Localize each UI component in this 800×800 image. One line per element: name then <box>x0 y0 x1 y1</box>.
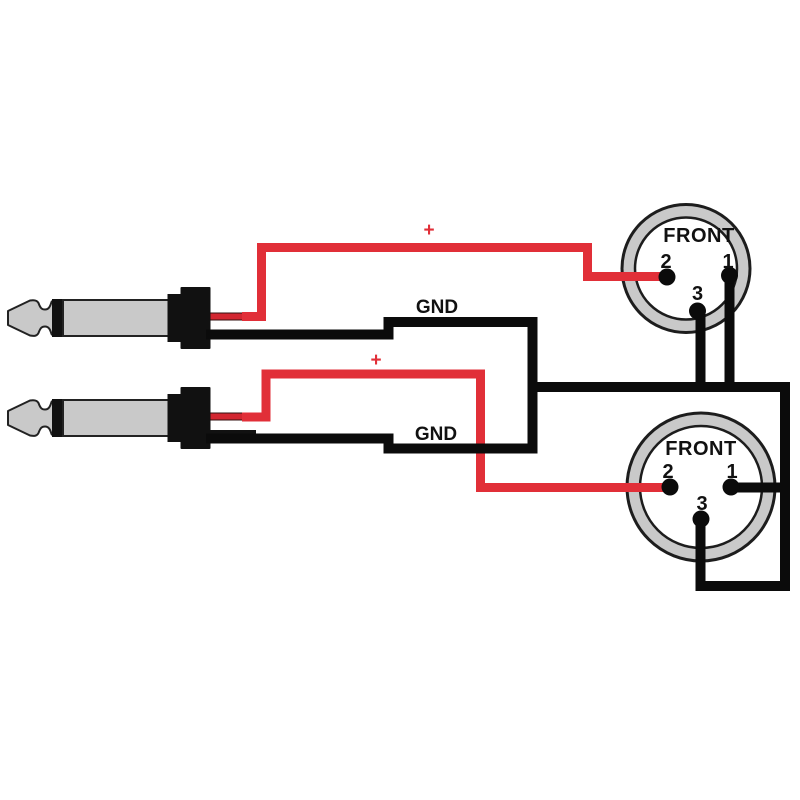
gnd-label-top: GND <box>416 297 458 318</box>
xlr-bottom-pin1-label: 1 <box>726 461 737 483</box>
gnd-wire-jack1 <box>206 317 538 392</box>
xlr-connector-top <box>620 203 752 334</box>
jack1-sleeve <box>62 299 170 337</box>
xlr-top-pin3 <box>689 302 706 320</box>
jack1-housing-body <box>180 287 211 349</box>
hot-wire-bottom <box>242 369 670 492</box>
xlr-bottom-pin3-label: 3 <box>696 493 707 515</box>
xlr-top-pin1 <box>721 267 738 284</box>
jack1-insulator-ring <box>52 299 63 337</box>
xlr-top-inner-face <box>633 216 739 321</box>
xlr-top-pins <box>658 267 738 320</box>
plus-label-top: + <box>423 220 434 241</box>
hot-wire-top <box>242 243 667 321</box>
xlr-bottom-pin2-label: 2 <box>662 461 673 483</box>
gnd-wire-xlr-bottom-pin3 <box>695 519 790 591</box>
xlr-top-pin2-label: 2 <box>660 251 671 273</box>
xlr-top-pin2 <box>658 268 676 286</box>
xlr-bottom-pin1 <box>722 478 740 496</box>
plus-label-bottom: + <box>370 350 381 371</box>
gnd-label-bottom: GND <box>415 424 457 445</box>
xlr-bottom-pin3 <box>692 510 710 528</box>
xlr-bottom-front-label: FRONT <box>665 438 736 460</box>
xlr-top-front-label: FRONT <box>663 225 734 247</box>
xlr-top-pin3-label: 3 <box>692 283 703 305</box>
jack1-housing-collar <box>167 294 182 342</box>
xlr-bottom-pins <box>661 478 740 528</box>
jack-plug-1 <box>7 287 256 349</box>
gnd-wire-jack2 <box>206 382 538 454</box>
xlr-top-pin1-label: 1 <box>722 251 733 273</box>
xlr-bottom-pin2 <box>661 478 679 496</box>
